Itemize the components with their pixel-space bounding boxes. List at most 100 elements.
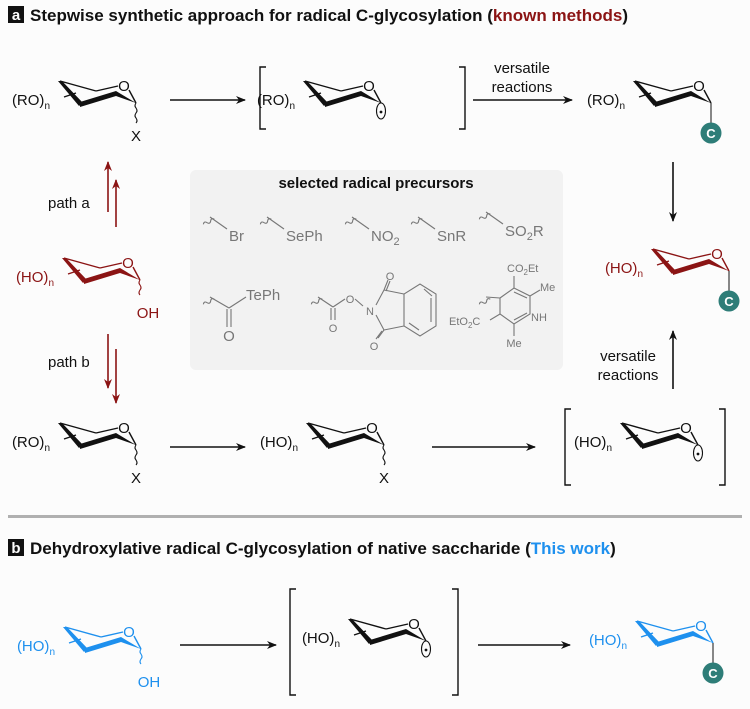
bold-bond <box>657 631 693 647</box>
bold-bond <box>370 629 406 645</box>
substituent-label: (HO)n <box>574 434 612 454</box>
ring-bond <box>95 85 119 92</box>
bold-bond <box>651 249 676 274</box>
wedge-bond <box>120 268 140 280</box>
bold-bond <box>58 81 83 106</box>
substituent-bond <box>67 269 81 275</box>
substituent-bond <box>640 632 654 638</box>
radical-dot-icon <box>379 110 383 114</box>
known-methods-highlight: known methods <box>493 6 622 25</box>
precursor-row1-bonds <box>202 211 504 230</box>
versatile-top-line1: versatile <box>494 60 550 77</box>
ring-bond <box>373 89 382 104</box>
ring-bond <box>690 431 699 446</box>
radical-orbital-icon <box>692 444 704 462</box>
ring-bond <box>340 85 364 92</box>
ring-bond <box>376 431 385 446</box>
bold-bond <box>348 619 373 644</box>
wedge-bond <box>691 91 711 103</box>
ring-bond <box>95 427 119 434</box>
bold-bond <box>63 627 88 652</box>
c-glycoside-b: O(HO)nC <box>589 618 724 684</box>
substituent-label: (HO)n <box>16 269 54 289</box>
path-b-label: path b <box>48 354 90 371</box>
ring-bond <box>59 422 97 434</box>
sugar-bottom-middle: O(HO)nX <box>260 420 389 487</box>
ring-bond <box>636 620 674 632</box>
wavy-bond-icon <box>478 298 491 305</box>
ring-oxygen: O <box>695 618 707 635</box>
ring-bond <box>703 89 712 104</box>
sugar-top-left: O(RO)nX <box>12 78 141 145</box>
bold-bond <box>673 259 709 275</box>
substituent-bond <box>308 92 322 98</box>
bold-bond <box>85 637 121 653</box>
nhpi-carbonyl-o-1: O <box>329 323 338 335</box>
ring-bond <box>304 80 342 92</box>
wavy-bond-icon <box>138 279 142 296</box>
versatile-right-line1: versatile <box>600 348 656 365</box>
precursor-acyl-telluride <box>202 296 247 327</box>
precursor-hantzsch-ester <box>478 276 541 336</box>
wavy-bond-icon <box>134 102 138 124</box>
precursor-teph-carbonyl-o: O <box>223 328 235 345</box>
bold-bond <box>303 81 328 106</box>
radical-b: O(HO)n <box>289 588 459 696</box>
substituent-bond <box>353 630 367 636</box>
carbon-group-icon <box>718 290 740 312</box>
precursor-snr: SnR <box>437 228 466 245</box>
native-sugar-b: O (HO)nOH <box>17 624 160 691</box>
substituent-label: (RO)n <box>587 92 625 112</box>
substituent-label: (RO)n <box>12 92 50 112</box>
wavy-bond-icon <box>382 444 386 466</box>
ring-bond <box>64 626 102 638</box>
substituent-bond <box>63 92 77 98</box>
ring-bond <box>670 85 694 92</box>
wedge-bond <box>116 433 136 445</box>
ring-oxygen: O <box>693 78 705 95</box>
bold-bond <box>80 433 116 449</box>
panel-b-title: Dehydroxylative radical C-glycosylation … <box>30 539 616 558</box>
wedge-bond <box>116 91 136 103</box>
c-glycoside-top-right: O(RO)nC <box>587 78 722 144</box>
ring-bond <box>132 266 141 281</box>
ring-bond <box>128 431 137 446</box>
substituent-bond <box>656 260 670 266</box>
hantzsch-ester-top: CO2Et <box>507 263 538 277</box>
bold-bond <box>635 621 660 646</box>
ring-bond <box>688 253 712 260</box>
radical-bottom-right: O (HO)n <box>564 408 726 486</box>
nhpi-carbonyl-o-2: O <box>386 271 395 283</box>
wedge-bond <box>406 629 426 641</box>
substituent-bond <box>311 434 325 440</box>
ring-oxygen: O <box>363 78 375 95</box>
bold-bond <box>80 91 116 107</box>
ring-bond <box>385 623 409 630</box>
precursor-heading: selected radical precursors <box>278 175 473 192</box>
ring-oxygen: O <box>366 420 378 437</box>
anomeric-label: OH <box>138 674 161 691</box>
wedge-bond <box>709 259 729 271</box>
native-sugar-center: O(HO)nOH <box>16 255 159 322</box>
precursor-so2r: SO2R <box>505 223 544 243</box>
precursor-panel: selected radical precursors Br SePh NO2 … <box>190 170 563 370</box>
radical-orbital-icon <box>375 102 387 120</box>
ring-bond <box>652 248 690 260</box>
ring-oxygen: O <box>122 255 134 272</box>
bold-bond <box>328 433 364 449</box>
ring-oxygen: O <box>123 624 135 641</box>
anomeric-label: X <box>379 470 389 487</box>
bracket-right <box>452 588 459 696</box>
substituent-label: (HO)n <box>589 632 627 652</box>
radical-top-middle: O (RO)n <box>257 66 466 130</box>
substituent-label: (RO)n <box>257 92 295 112</box>
panel-b-badge <box>8 539 24 556</box>
ring-oxygen: O <box>680 420 692 437</box>
substituent-label: (HO)n <box>17 638 55 658</box>
ring-oxygen: O <box>408 616 420 633</box>
precursor-no2: NO2 <box>371 228 400 248</box>
wavy-bond-icon <box>202 298 215 305</box>
ring-bond <box>63 257 101 269</box>
substituent-bond <box>68 638 82 644</box>
